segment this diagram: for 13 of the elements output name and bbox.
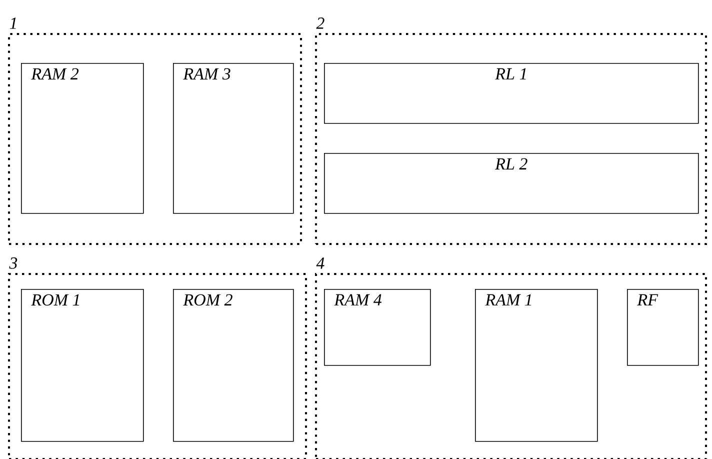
memory-box: RAM 3	[173, 63, 294, 214]
memory-box: RL 1	[324, 63, 699, 124]
node-label: 2	[316, 18, 324, 29]
node-label: 1	[10, 18, 16, 29]
memory-box: RF	[627, 289, 699, 366]
memory-box: RAM 2	[21, 63, 144, 214]
node-label: 3	[9, 257, 18, 269]
node-label: 4	[316, 258, 324, 269]
memory-box: ROM 1	[21, 289, 144, 442]
memory-box: RL 2	[324, 153, 699, 214]
memory-box: ROM 2	[173, 289, 294, 442]
memory-box: RAM 4	[324, 289, 431, 366]
memory-box: RAM 1	[475, 289, 598, 442]
